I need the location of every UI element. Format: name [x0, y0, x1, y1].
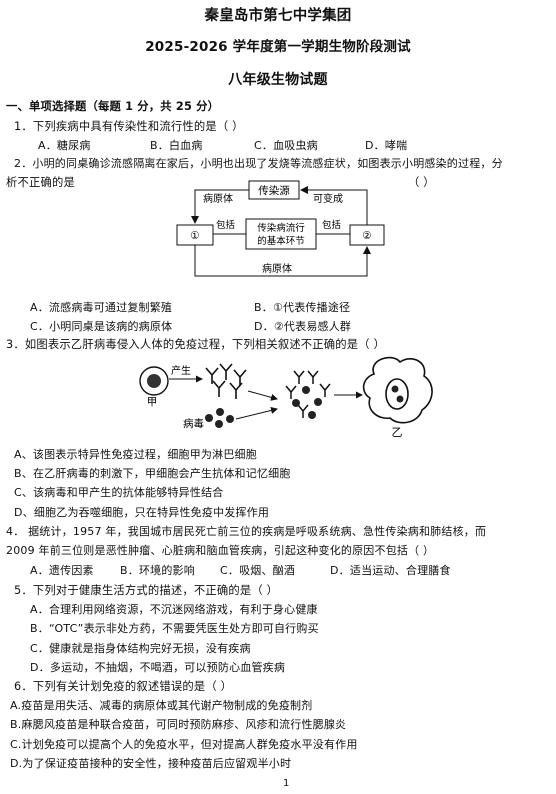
q6-stem: 6．下列有关计划免疫的叙述错误的是（ ）	[14, 680, 233, 693]
q4-option-c: C．吸烟、酗酒	[220, 564, 296, 577]
antibody-4	[212, 380, 226, 397]
q6-option-d: D.为了保证疫苗接种的安全性，接种疫苗后应留观半小时	[10, 757, 292, 770]
include-right-label: 包括	[322, 219, 342, 231]
possible-label: 可变成	[313, 192, 343, 205]
antibody-3	[233, 369, 247, 386]
antibody-arrow	[247, 390, 278, 401]
antibody-1	[205, 367, 219, 384]
center-label-line1: 传染病流行	[257, 222, 305, 234]
q1-stem: 1．下列疾病中具有传染性和流行性的是（ ）	[14, 120, 244, 133]
arrow-node1-to-node2	[194, 245, 371, 277]
q5-option-c: C．健康就是指身体结构完好无损，没有疾病	[30, 642, 251, 655]
virus-4	[205, 414, 213, 422]
q6-option-a: A.疫苗是用失活、减毒的病原体或其代谢产物制成的免疫制剂	[10, 699, 313, 712]
virus-3	[215, 420, 223, 428]
pathogen-top-label: 病原体	[203, 192, 233, 205]
engulfed-virus-2	[396, 395, 404, 403]
virus-1	[216, 408, 224, 416]
q1-option-d: D．哮喘	[365, 139, 408, 152]
node1-label: ①	[190, 230, 199, 242]
arrow-node2-to-source	[300, 186, 368, 225]
q3-option-b: B、在乙肝病毒的刺激下，甲细胞会产生抗体和记忆细胞	[14, 467, 291, 480]
virus-cluster	[205, 408, 234, 428]
exam-title: 2025-2026 学年度第一学期生物阶段测试	[145, 39, 411, 55]
center-label-line2: 的基本环节	[257, 235, 305, 247]
complex-virus-3	[314, 398, 322, 406]
complex-virus-2	[292, 399, 300, 407]
complex-antibody-4	[319, 383, 331, 397]
complex-antibody-3	[285, 385, 297, 399]
q5-option-d: D．多运动，不抽烟，不喝酒，可以预防心血管疾病	[30, 661, 286, 674]
engulfed-virus-1	[391, 385, 399, 393]
include-left-label: 包括	[216, 219, 236, 231]
q5-option-b: B．“OTC”表示非处方药，不需要凭医生处方即可自行购买	[30, 622, 319, 635]
q2-option-a: A．流感病毒可通过复制繁殖	[30, 301, 173, 314]
source-label: 传染源	[258, 184, 290, 197]
q1-option-a: A．糖尿病	[38, 139, 91, 152]
q1-option-b: B．白血病	[150, 139, 203, 152]
complex-virus-4	[308, 411, 316, 419]
q2-option-c: C．小明同桌是该病的病原体	[30, 320, 173, 333]
q5-stem: 5．下列对于健康生活方式的描述，不正确的是（ ）	[14, 584, 279, 597]
complex-antibody-5	[297, 404, 309, 418]
node2-label: ②	[362, 230, 371, 242]
q2-option-d: D．②代表易感人群	[254, 320, 352, 333]
q6-option-c: C.计划免疫可以提高个人的免疫水平，但对提高人群免疫水平没有作用	[10, 738, 358, 751]
q3-stem: 3．如图表示乙肝病毒侵入人体的免疫过程，下列相关叙述不正确的是（ ）	[6, 338, 386, 351]
cell-jia-nucleus	[147, 374, 161, 388]
q3-option-a: A、该图表示特异性免疫过程，细胞甲为淋巴细胞	[14, 448, 257, 461]
q4-option-b: B．环境的影响	[120, 564, 195, 577]
antibody-cluster	[205, 363, 247, 399]
antibody-2	[219, 363, 233, 380]
yi-label: 乙	[392, 426, 403, 439]
arrow-source-to-node1	[191, 189, 249, 224]
jia-label: 甲	[147, 396, 158, 408]
produce-label: 产生	[171, 364, 191, 377]
q2-stem-line2: 析不正确的是	[6, 176, 75, 189]
complex-cluster	[285, 370, 331, 419]
q3-option-d: D、细胞乙为吞噬细胞，只在特异性免疫中发挥作用	[14, 506, 270, 519]
page-number: 1	[283, 778, 290, 789]
complex-antibody-1	[293, 370, 305, 384]
q2-option-b: B．①代表传播途径	[254, 301, 351, 314]
phagocyte-vacuole	[385, 378, 409, 410]
q6-option-b: B.麻腮风疫苗是种联合疫苗，可同时预防麻疹、风疹和流行性腮腺炎	[10, 718, 347, 731]
q4-option-a: A．遗传因素	[30, 564, 94, 577]
subject-title: 八年级生物试题	[228, 72, 328, 88]
pathogen-bottom-label: 病原体	[262, 262, 292, 275]
complex-virus-1	[302, 386, 310, 394]
q4-stem-line2: 2009 年前三位则是恶性肿瘤、心脏病和脑血管疾病，引起这种变化的原因不包括（ …	[6, 544, 435, 557]
school-title: 秦皇岛市第七中学集团	[204, 8, 352, 24]
complex-antibody-2	[307, 370, 319, 384]
q4-option-d: D．适当运动、合理膳食	[330, 564, 451, 577]
q4-stem-line1: 4． 据统计，1957 年，我国城市居民死亡前三位的疾病是呼吸系统病、急性传染病…	[6, 525, 487, 538]
virus-arrow	[235, 407, 278, 420]
q3-option-c: C、该病毒和甲产生的抗体能够特异性结合	[14, 486, 224, 499]
section-title: 一、单项选择题（每题 1 分，共 25 分）	[6, 100, 220, 113]
virus-2	[226, 415, 234, 423]
virus-label: 病毒	[183, 417, 204, 430]
q2-answer-paren: （ ）	[408, 176, 435, 189]
antibody-5	[229, 382, 243, 399]
q5-option-a: A．合理利用网络资源，不沉迷网络游戏，有利于身心健康	[30, 603, 318, 616]
q1-option-c: C．血吸虫病	[254, 139, 318, 152]
q2-stem-line1: 2．小明的同桌确诊流感隔离在家后，小明也出现了发烧等流感症状，如图表示小明感染的…	[14, 157, 503, 170]
